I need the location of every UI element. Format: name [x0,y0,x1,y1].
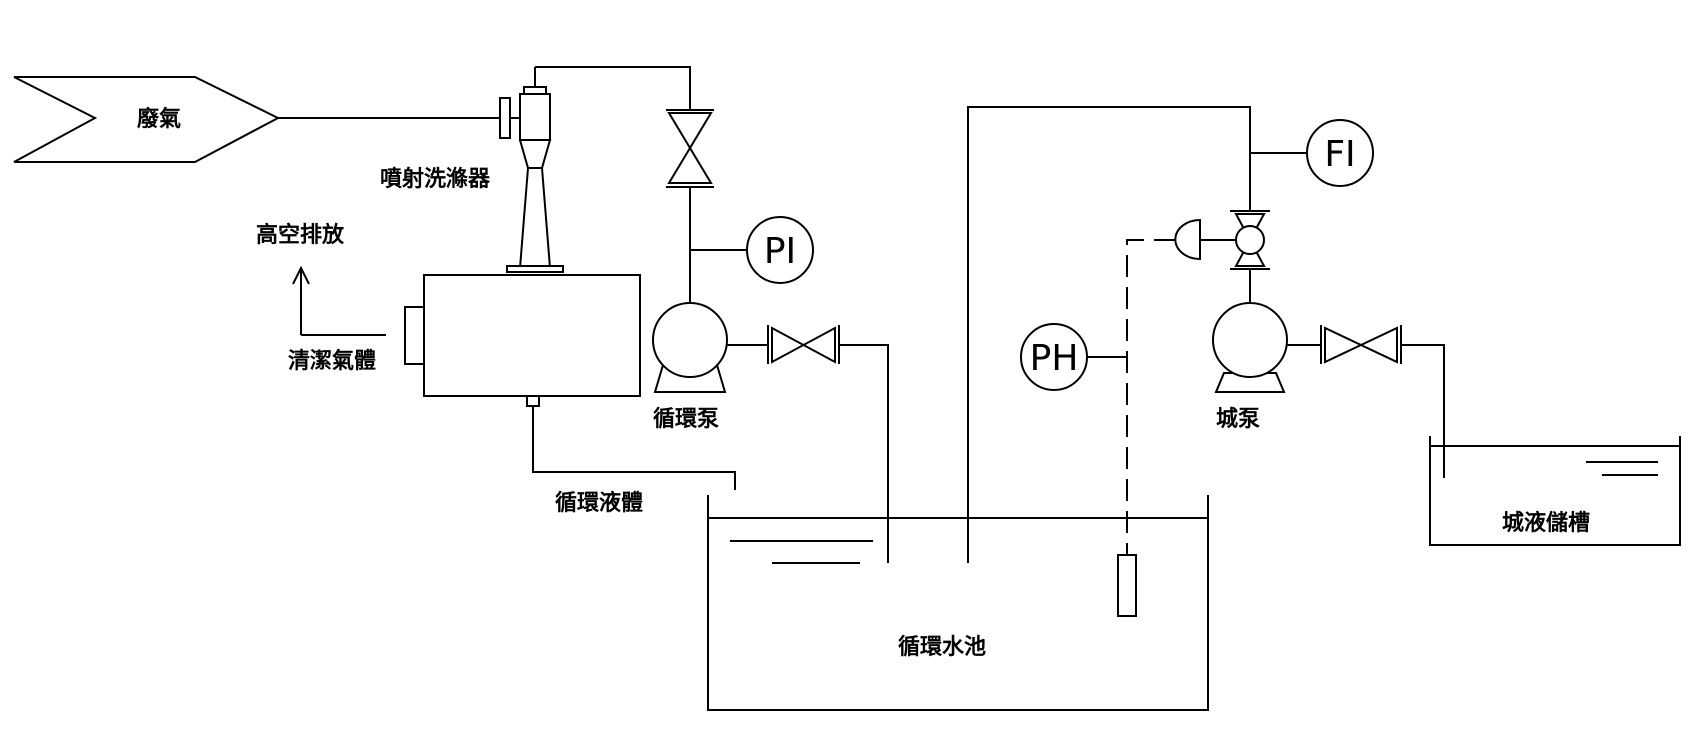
alkali-pump [1212,302,1288,393]
ph-probe [1117,554,1137,617]
discharge-arrow [292,265,310,285]
label-waste-gas: 廢氣 [137,106,181,132]
pi-gauge-label: PI [764,231,796,272]
valve-scrubber-feed [667,112,713,184]
alkali-tank [1429,436,1681,546]
alkali-tank-pipe [1401,344,1445,478]
label-clean-gas: 清潔氣體 [288,348,376,374]
label-circulation-liquid: 循環液體 [555,490,643,516]
label-jet-scrubber: 噴射洗滌器 [380,166,491,192]
valve-circulation-pump [771,326,836,364]
label-alkali-pump: 城泵 [1216,406,1260,432]
pool-return-pipe [839,344,889,563]
control-valve-alkali [1174,210,1270,270]
circulation-pool [707,495,1209,711]
label-alkali-tank: 城液儲槽 [1502,510,1590,536]
ph-gauge-label: PH [1030,338,1079,379]
fi-gauge: FI [1306,119,1374,187]
circulation-liquid-pipe [532,406,736,490]
scrubber-feed-pipe [535,66,691,110]
valve-alkali-pump [1324,326,1398,364]
ph-gauge: PH [1020,323,1088,391]
ph-signal-line [1126,239,1176,555]
label-circulation-pool: 循環水池 [898,634,986,660]
circulation-pump [652,302,728,393]
waste-gas-inlet [13,76,281,163]
fi-gauge-label: FI [1324,134,1355,175]
label-circulation-pump: 循環泵 [653,406,719,432]
pi-gauge: PI [746,216,814,284]
jet-scrubber [499,67,564,273]
label-high-altitude-discharge: 高空排放 [256,222,345,248]
alkali-return-pipe [967,106,1251,563]
scrubber-tank [404,274,641,407]
